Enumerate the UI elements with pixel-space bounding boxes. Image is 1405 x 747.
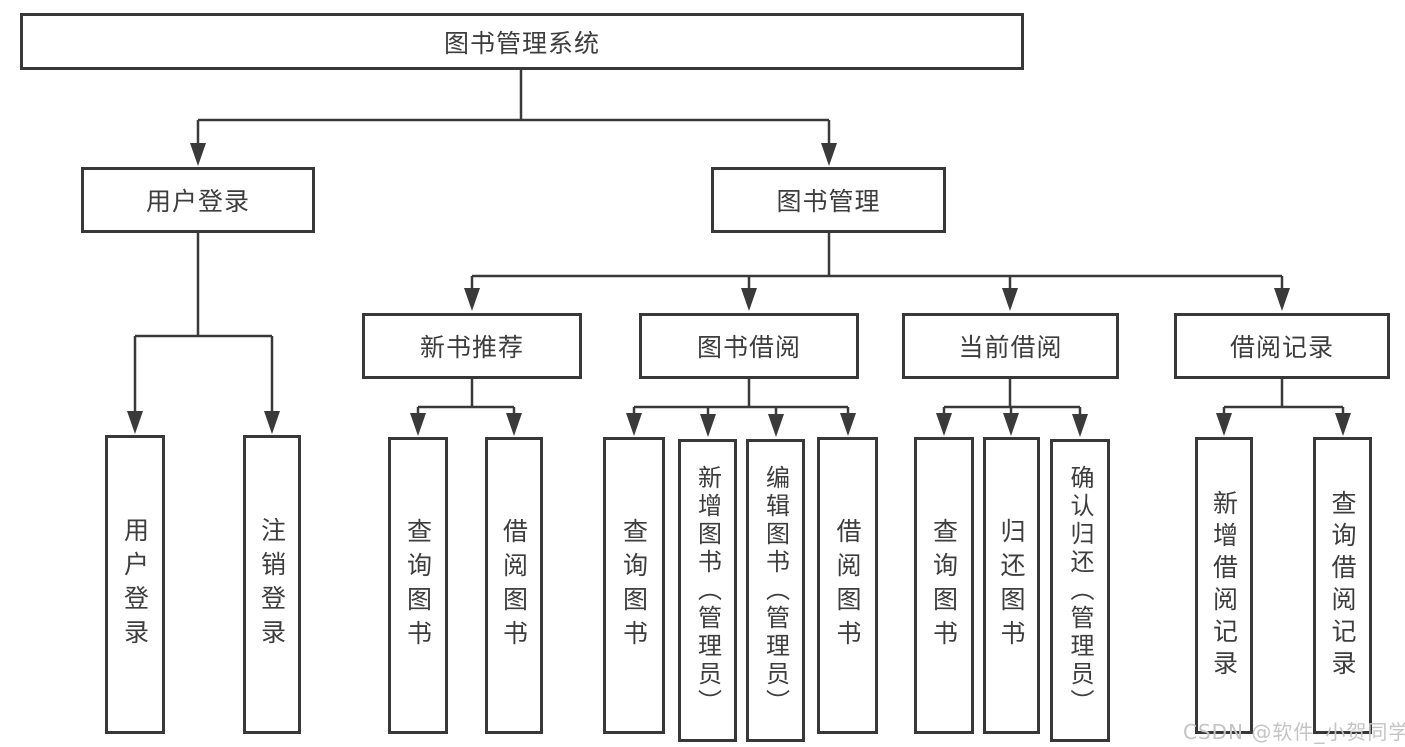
node-label: 新增图书（管理员） <box>693 464 722 717</box>
leaf-query-books-newbook: 查询图书 <box>388 437 448 734</box>
node-label: 图书借阅 <box>696 333 801 362</box>
node-label: 注销登录 <box>257 516 287 653</box>
leaf-return-books: 归还图书 <box>983 437 1040 734</box>
leaf-query-books-borrowing: 查询图书 <box>603 437 665 734</box>
connector-book-mgmt-to-level3 <box>470 233 1284 296</box>
arrowhead-icon <box>840 413 856 436</box>
arrowhead-icon <box>506 413 522 436</box>
node-label: 借阅记录 <box>1229 333 1334 362</box>
node-label: 新书推荐 <box>419 333 524 362</box>
leaf-add-borrow-record: 新增借阅记录 <box>1195 437 1253 734</box>
arrowhead-icon <box>410 413 426 436</box>
arrowhead-icon <box>768 414 784 437</box>
arrowhead-icon <box>190 143 206 166</box>
node-label: 归还图书 <box>997 517 1026 654</box>
leaf-query-borrow-record: 查询借阅记录 <box>1313 437 1372 734</box>
node-book-borrowing: 图书借阅 <box>639 313 859 379</box>
node-user-login-branch: 用户登录 <box>81 167 315 233</box>
node-label: 查询图书 <box>403 517 433 654</box>
csdn-watermark: CSDN @软件_小贺同学 <box>1183 720 1405 744</box>
node-label: 借阅图书 <box>499 517 529 654</box>
node-label: 借阅图书 <box>833 517 862 654</box>
node-new-book-recommendation: 新书推荐 <box>362 313 582 379</box>
leaf-edit-books-admin: 编辑图书（管理员） <box>746 439 805 742</box>
connector-borrow-record-to-leaves <box>1222 379 1345 420</box>
arrowhead-icon <box>700 414 716 437</box>
node-label: 新增借阅记录 <box>1209 489 1239 682</box>
arrowhead-icon <box>1274 288 1290 311</box>
node-book-management: 图书管理 <box>711 167 946 233</box>
arrowhead-icon <box>741 288 757 311</box>
connector-book-borrow-to-leaves <box>632 379 850 421</box>
node-current-borrowing: 当前借阅 <box>902 313 1119 379</box>
leaf-logout: 注销登录 <box>243 435 301 734</box>
node-label: 图书管理 <box>776 187 881 216</box>
leaf-query-books-current: 查询图书 <box>914 437 974 734</box>
arrowhead-icon <box>936 413 952 436</box>
arrowhead-icon <box>127 411 143 434</box>
node-borrowing-records: 借阅记录 <box>1174 313 1390 379</box>
node-library-management-system: 图书管理系统 <box>20 13 1024 70</box>
node-label: 查询借阅记录 <box>1328 489 1357 682</box>
arrowhead-icon <box>1002 288 1018 311</box>
arrowhead-icon <box>1335 413 1351 436</box>
connector-new-book-to-leaves <box>416 379 516 420</box>
arrowhead-icon <box>464 288 480 311</box>
node-label: 确认归还（管理员） <box>1066 464 1094 717</box>
node-label: 用户登录 <box>145 187 250 216</box>
connector-user-login-to-leaves <box>133 233 274 418</box>
leaf-confirm-return-admin: 确认归还（管理员） <box>1050 439 1110 742</box>
arrowhead-icon <box>821 143 837 166</box>
arrowhead-icon <box>1072 414 1088 437</box>
node-label: 用户登录 <box>120 516 150 653</box>
node-label: 查询图书 <box>619 517 649 654</box>
node-label: 查询图书 <box>929 517 959 654</box>
leaf-user-login: 用户登录 <box>105 435 165 734</box>
node-label: 图书管理系统 <box>443 28 600 58</box>
leaf-borrow-books-newbook: 借阅图书 <box>485 437 543 734</box>
arrowheads <box>127 143 1351 437</box>
arrowhead-icon <box>1216 413 1232 436</box>
node-label: 编辑图书（管理员） <box>761 464 790 717</box>
leaf-add-books-admin: 新增图书（管理员） <box>678 439 737 742</box>
arrowhead-icon <box>264 411 280 434</box>
connector-root-to-level2 <box>196 70 831 150</box>
arrowhead-icon <box>626 413 642 436</box>
leaf-borrow-books-borrowing: 借阅图书 <box>817 437 878 734</box>
node-label: 当前借阅 <box>958 333 1063 362</box>
arrowhead-icon <box>1003 413 1019 436</box>
